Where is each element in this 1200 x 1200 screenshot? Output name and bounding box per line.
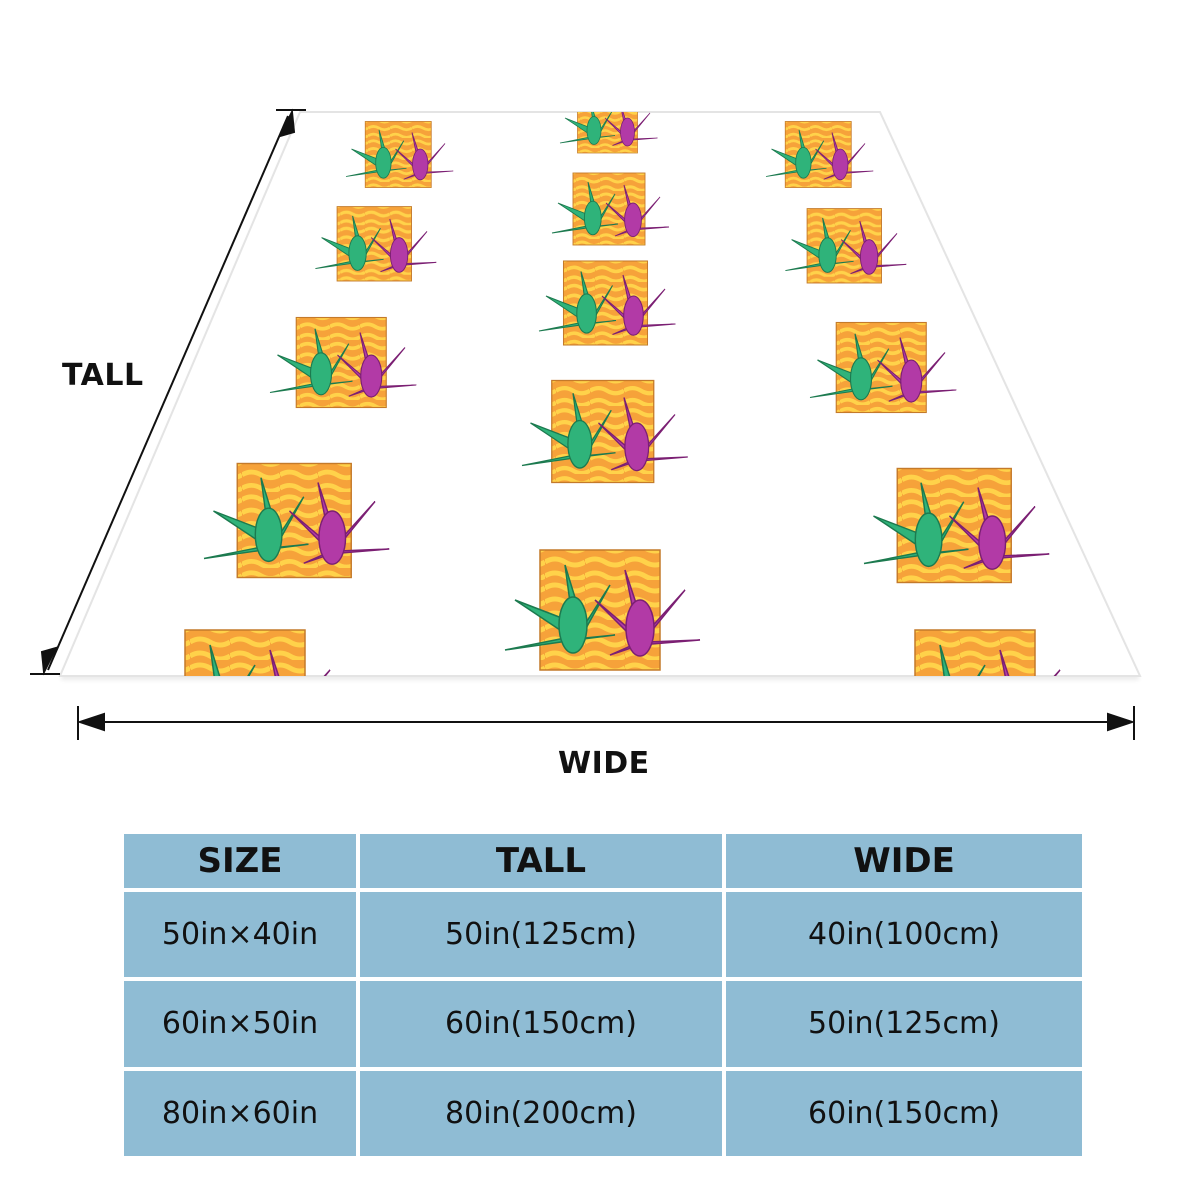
- size-cell: 80in×60in: [124, 1070, 356, 1156]
- tall-cell: 80in(200cm): [360, 1070, 722, 1156]
- table-row: 50in×40in 50in(125cm) 40in(100cm): [124, 892, 1082, 978]
- header-size: SIZE: [124, 834, 356, 888]
- blanket-product-image: [30, 108, 1142, 740]
- tall-cell: 50in(125cm): [360, 892, 722, 978]
- table-row: 60in×50in 60in(150cm) 50in(125cm): [124, 981, 1082, 1067]
- tall-dimension-arrow: [30, 108, 306, 676]
- size-table: SIZE TALL WIDE 50in×40in 50in(125cm) 40i…: [120, 830, 1086, 1160]
- wide-cell: 50in(125cm): [726, 981, 1082, 1067]
- wide-label: WIDE: [558, 746, 650, 781]
- tall-label: TALL: [62, 358, 144, 393]
- wide-cell: 40in(100cm): [726, 892, 1082, 978]
- wide-cell: 60in(150cm): [726, 1070, 1082, 1156]
- tall-cell: 60in(150cm): [360, 981, 722, 1067]
- wide-dimension-arrow: [76, 706, 1136, 740]
- size-cell: 60in×50in: [124, 981, 356, 1067]
- header-tall: TALL: [360, 834, 722, 888]
- header-wide: WIDE: [726, 834, 1082, 888]
- table-row: 80in×60in 80in(200cm) 60in(150cm): [124, 1070, 1082, 1156]
- size-cell: 50in×40in: [124, 892, 356, 978]
- table-header-row: SIZE TALL WIDE: [124, 834, 1082, 888]
